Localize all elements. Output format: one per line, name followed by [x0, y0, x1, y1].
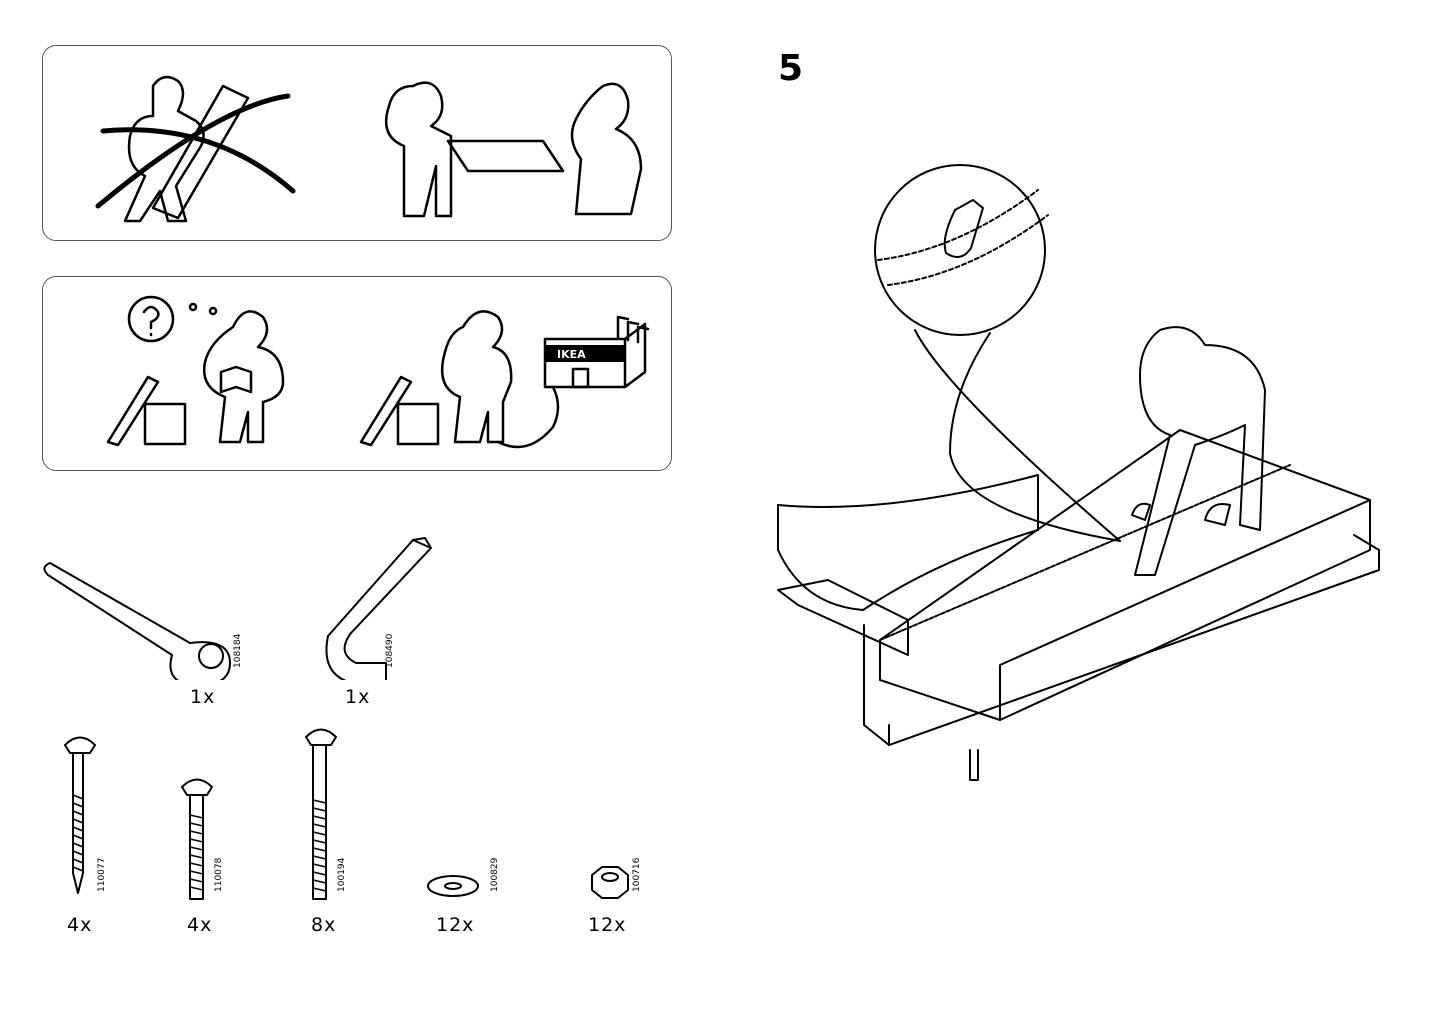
carry-illustration [95, 75, 643, 223]
flat-mattress-shape [879, 429, 1371, 721]
left-person-figure [384, 81, 453, 218]
reading-person-figure [202, 310, 285, 444]
zip-mattress-illustration [777, 164, 1380, 781]
bed-frame-shape [777, 579, 909, 656]
spanner-icon [43, 562, 231, 680]
person-figure [1134, 326, 1266, 576]
hardware-qty-1: 4x [67, 914, 93, 936]
hardware-code-4: 100829 [490, 857, 500, 892]
tools-illustration [43, 537, 432, 680]
open-box-shape-2 [359, 375, 440, 447]
zipper-pull-icon [943, 199, 984, 258]
hardware-qty-2: 4x [187, 914, 213, 936]
hardware-code-2: 110078 [214, 857, 224, 892]
zipper-seam [879, 464, 1291, 641]
contact-store-illustration: IKEA [106, 295, 650, 449]
nut-icon [591, 866, 629, 899]
question-mark-icon [127, 295, 175, 343]
washer-icon [427, 875, 479, 897]
step-number: 5 [778, 48, 804, 89]
tool-code-2: 108490 [385, 633, 395, 668]
open-box-shape [106, 375, 187, 447]
zipper-teeth [877, 189, 1049, 286]
phoning-person-figure [440, 310, 513, 444]
hardware-code-3: 100194 [337, 857, 347, 892]
right-person-figure [570, 82, 643, 216]
manual-shape [219, 365, 253, 394]
long-bolt-icon [305, 728, 337, 900]
prohibited-cross-icon [95, 93, 296, 209]
store-sign-label: IKEA [557, 348, 586, 361]
contact-store-panel: IKEA [42, 276, 672, 471]
carried-board-shape [446, 139, 565, 173]
wood-screw-icon [64, 736, 96, 894]
single-person-figure [123, 75, 205, 223]
board-shape [151, 84, 250, 220]
tool-qty-1: 1x [190, 686, 216, 708]
hardware-qty-5: 12x [588, 914, 627, 936]
hardware-qty-4: 12x [436, 914, 475, 936]
zipper-detail-circle [874, 164, 1046, 336]
tool-qty-2: 1x [345, 686, 371, 708]
allen-key-icon [325, 539, 432, 680]
hardware-code-5: 100716 [632, 857, 642, 892]
tool-code-1: 108184 [233, 633, 243, 668]
hardware-illustration [64, 728, 629, 900]
phone-cord-shape [496, 385, 560, 449]
hardware-code-1: 110077 [97, 857, 107, 892]
folded-mattress-shape [777, 474, 1039, 611]
two-person-carry-panel [42, 45, 672, 241]
hardware-qty-3: 8x [311, 914, 337, 936]
store-building-shape [543, 315, 650, 389]
